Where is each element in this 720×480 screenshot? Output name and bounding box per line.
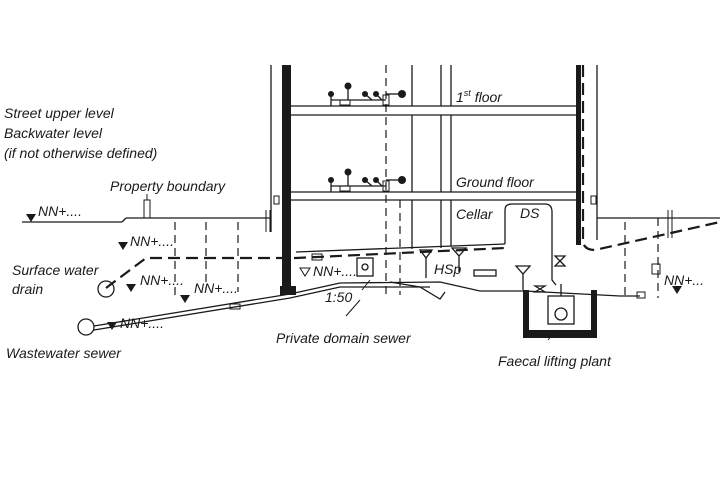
hsp-funnel-2 bbox=[450, 247, 468, 257]
left-wall-footing bbox=[280, 286, 296, 295]
ground-floor-fixtures bbox=[328, 168, 406, 192]
street-level-value: NN+.... bbox=[38, 203, 82, 219]
sewer-mid-level-value: NN+.... bbox=[194, 280, 238, 296]
right-wall-sleeve bbox=[590, 195, 597, 205]
pit-left-wall bbox=[523, 290, 529, 338]
pit-right-wall bbox=[591, 290, 597, 338]
property-boundary-label: Property boundary bbox=[110, 178, 226, 194]
private-domain-sewer-label: Private domain sewer bbox=[276, 330, 412, 346]
ds-pressure-line bbox=[504, 203, 557, 286]
right-side-fitting bbox=[651, 263, 661, 275]
hsp-pipes bbox=[425, 256, 460, 278]
hsp-trap bbox=[473, 269, 497, 277]
gate-valve-symbol bbox=[553, 255, 567, 267]
ground-floor-label: Ground floor bbox=[456, 174, 535, 190]
faecal-lifting-plant-label: Faecal lifting plant bbox=[498, 353, 612, 369]
street-upper-level-label: Street upper level bbox=[4, 105, 115, 121]
right-side-level-value: NN+... bbox=[664, 272, 704, 288]
wastewater-sewer-label: Wastewater sewer bbox=[6, 345, 122, 361]
slope-label: 1:50 bbox=[325, 289, 352, 305]
wastewater-sewer-circle bbox=[77, 318, 95, 336]
cellar-drain-box bbox=[356, 257, 374, 277]
ds-label: DS bbox=[520, 205, 540, 221]
hsp-funnel-1 bbox=[418, 249, 434, 260]
pipe-break-marks bbox=[265, 210, 673, 238]
not-defined-label: (if not otherwise defined) bbox=[4, 145, 157, 161]
building-right-wall bbox=[576, 65, 581, 245]
cellar-floor-level-value: NN+.... bbox=[313, 263, 357, 279]
building-left-wall bbox=[282, 65, 291, 290]
pit-floor bbox=[523, 330, 597, 338]
surface-top-level-value: NN+.... bbox=[130, 233, 174, 249]
surface-drain-level-value: NN+.... bbox=[140, 272, 184, 288]
check-valve-symbol bbox=[532, 285, 548, 293]
interior-walls bbox=[411, 65, 452, 249]
property-boundary-marker bbox=[143, 199, 151, 219]
backwater-level-label: Backwater level bbox=[4, 125, 103, 141]
surface-pipe-fitting bbox=[311, 253, 323, 261]
surface-water-drain-label: drain bbox=[12, 281, 43, 297]
cellar-label: Cellar bbox=[456, 206, 494, 222]
hsp-outlet-pipe bbox=[389, 281, 446, 300]
first-floor-label: 1st floor bbox=[456, 88, 503, 105]
wastewater-level-value: NN+.... bbox=[120, 315, 164, 331]
left-wall-sleeve bbox=[273, 195, 280, 205]
floor-slabs bbox=[291, 105, 576, 253]
backflow-valve-symbol bbox=[514, 265, 532, 275]
wastewater-sewer-pipe bbox=[93, 281, 646, 331]
surface-water-pipes bbox=[105, 218, 659, 298]
cellar-drain-circle bbox=[361, 263, 369, 271]
surface-water-label: Surface water bbox=[12, 262, 100, 278]
lifting-pump-icon bbox=[554, 307, 568, 321]
vent-stack-right bbox=[581, 65, 720, 252]
leader-lines bbox=[146, 194, 557, 341]
surface-water-drain-circle bbox=[97, 280, 115, 298]
level-markers bbox=[26, 214, 682, 330]
hsp-label: HSp bbox=[434, 261, 461, 277]
ground-line bbox=[22, 217, 720, 223]
first-floor-fixtures bbox=[328, 82, 406, 106]
